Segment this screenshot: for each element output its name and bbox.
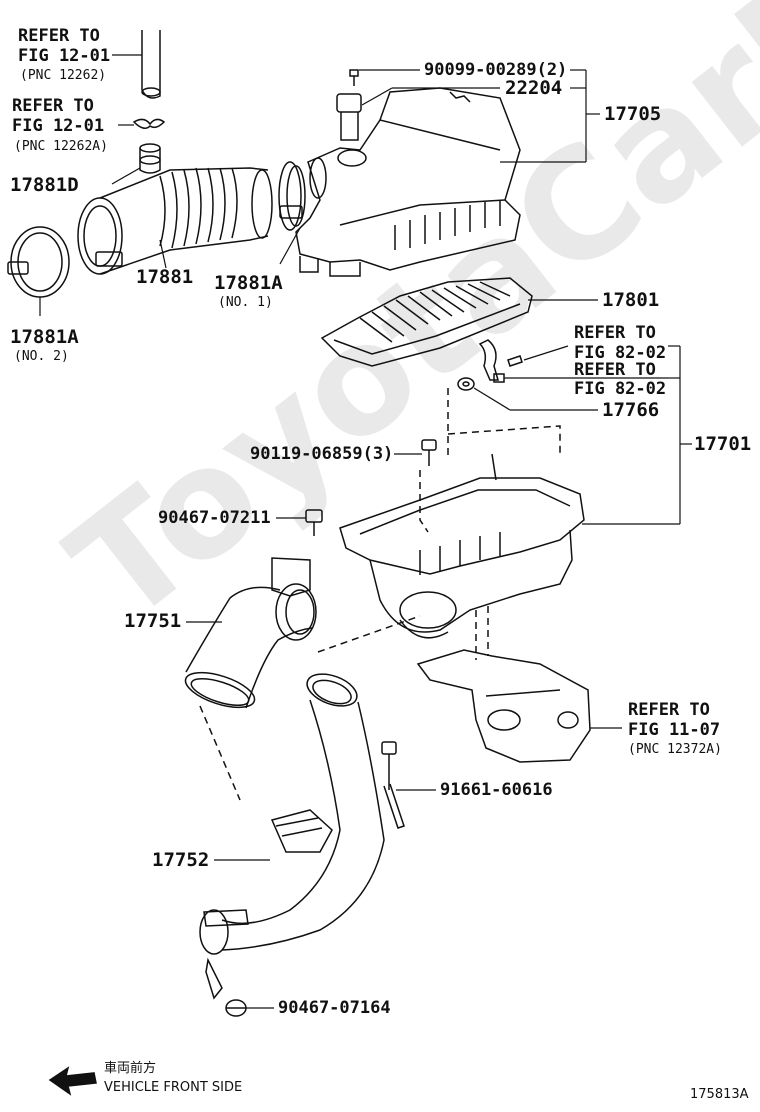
ref-11-07-pnc: (PNC 12372A) <box>628 742 722 757</box>
intake-hose-17881 <box>77 167 273 275</box>
direction-japanese: 車両前方 <box>104 1061 157 1076</box>
hose-clip-ref <box>132 118 166 129</box>
ref-12-01-b-pnc: (PNC 12262A) <box>14 139 108 154</box>
ref-82-02-a-line2[interactable]: FIG 82-02 <box>574 343 667 363</box>
bracket-11-07 <box>416 649 591 763</box>
part-17881A-no1-label[interactable]: 17881A <box>214 272 283 294</box>
clamp-17881A-no1 <box>278 161 306 231</box>
part-17881A-no2-label[interactable]: 17881A <box>10 326 79 348</box>
part-17881A-no1-note: (NO. 1) <box>218 295 273 310</box>
part-17881D-label[interactable]: 17881D <box>10 174 79 196</box>
intake-duct-17752 <box>199 673 385 1000</box>
ref-12-01-b-line2[interactable]: FIG 12-01 <box>12 116 105 136</box>
ref-11-07-line2[interactable]: FIG 11-07 <box>628 720 721 740</box>
part-17752-label[interactable]: 17752 <box>152 849 210 871</box>
part-22204-label[interactable]: 22204 <box>505 77 563 99</box>
bolt-90467-07211 <box>305 509 323 536</box>
part-90467-07211-label[interactable]: 90467-07211 <box>158 508 271 528</box>
bolt-91661 <box>381 741 405 829</box>
ref-82-02-b-line2[interactable]: FIG 82-02 <box>574 379 667 399</box>
front-arrow-icon <box>48 1066 97 1096</box>
ref-11-07-line1[interactable]: REFER TO <box>628 700 710 720</box>
part-90467-07164-label[interactable]: 90467-07164 <box>278 998 391 1018</box>
intake-pipe-17751 <box>184 557 421 801</box>
grommet-17766 <box>457 377 475 391</box>
ref-12-01-a-line2[interactable]: FIG 12-01 <box>18 46 111 66</box>
part-91661-label[interactable]: 91661-60616 <box>440 780 553 800</box>
airflow-meter-22204 <box>336 69 362 141</box>
filter-element-17801 <box>320 277 533 367</box>
part-17751-label[interactable]: 17751 <box>124 610 182 632</box>
cleaner-cap-17705 <box>295 87 521 277</box>
clamp-17881A-no2 <box>7 226 70 298</box>
cleaner-case-17701 <box>339 388 585 660</box>
part-90099-label[interactable]: 90099-00289(2) <box>424 60 568 80</box>
part-17801-label[interactable]: 17801 <box>602 289 660 311</box>
ref-12-01-b-line1[interactable]: REFER TO <box>12 96 94 116</box>
figure-code: 175813A <box>690 1087 749 1102</box>
ref-12-01-a-line1[interactable]: REFER TO <box>18 26 100 46</box>
part-17701-label[interactable]: 17701 <box>694 433 752 455</box>
part-17705-label[interactable]: 17705 <box>604 103 662 125</box>
part-90119-label[interactable]: 90119-06859(3) <box>250 444 394 464</box>
upper-hose-ref <box>141 30 161 99</box>
nipple-17881D <box>139 143 161 174</box>
bolt-90467-07164 <box>225 999 247 1017</box>
part-17881-label[interactable]: 17881 <box>136 266 194 288</box>
screw-90119 <box>421 439 437 466</box>
part-17766-label[interactable]: 17766 <box>602 399 660 421</box>
leader-lines <box>39 54 692 1009</box>
part-17881A-no2-note: (NO. 2) <box>14 349 69 364</box>
ref-12-01-a-pnc: (PNC 12262) <box>20 68 107 83</box>
ref-82-02-b-line1[interactable]: REFER TO <box>574 360 656 380</box>
bracket-82-02 <box>478 339 523 383</box>
direction-english: VEHICLE FRONT SIDE <box>104 1080 243 1095</box>
ref-82-02-a-line1[interactable]: REFER TO <box>574 323 656 343</box>
